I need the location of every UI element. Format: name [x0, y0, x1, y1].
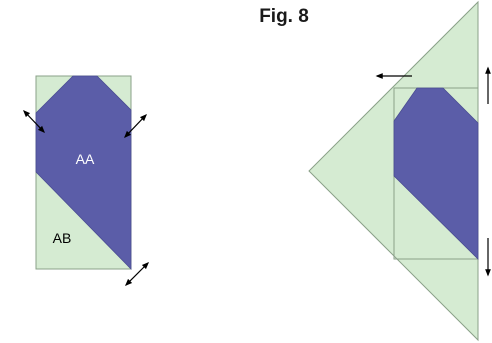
- label-aa: AA: [76, 151, 95, 167]
- figure-title: Fig. 8: [259, 6, 309, 27]
- arrow-icon-bottom-right: [124, 261, 150, 287]
- right-blue-shape: [393, 87, 479, 260]
- arrow-icon-right-top: [124, 113, 147, 139]
- label-ab: AB: [53, 230, 72, 246]
- left-unit: AA AB: [23, 75, 150, 287]
- right-unit: [308, 0, 491, 342]
- arrow-icon-left-top: [23, 109, 45, 134]
